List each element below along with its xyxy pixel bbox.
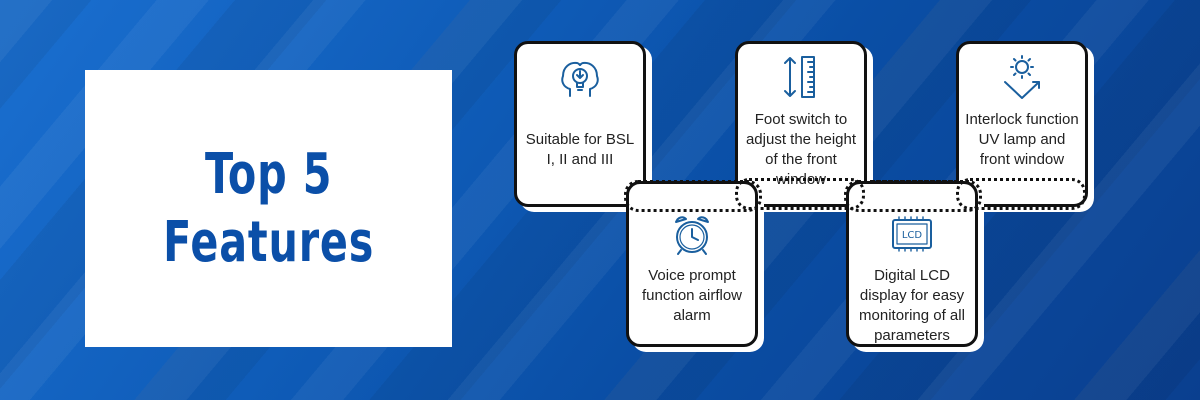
title-panel: Top 5 Features	[85, 70, 452, 347]
lcd-display-icon: LCD	[892, 216, 932, 252]
feature-card-interlock: Interlock function UV lamp and front win…	[956, 41, 1088, 207]
page-title: Top 5 Features	[163, 141, 374, 277]
feature-label: Voice prompt function airflow alarm	[641, 267, 743, 324]
head-lightbulb-icon	[561, 61, 599, 97]
feature-label: Interlock function UV lamp and front win…	[965, 111, 1079, 168]
lcd-icon-text: LCD	[902, 230, 923, 241]
feature-card-bsl: Suitable for BSL I, II and III	[514, 41, 646, 207]
alarm-clock-icon	[675, 216, 709, 255]
uv-lamp-sun-icon	[1004, 55, 1040, 99]
feature-label: Suitable for BSL I, II and III	[525, 131, 635, 168]
feature-card-foot-switch: Foot switch to adjust the height of the …	[735, 41, 867, 207]
title-line-1: Top 5	[204, 141, 333, 207]
feature-card-voice-prompt: Voice prompt function airflow alarm	[626, 181, 758, 347]
feature-label: Digital LCD display for easy monitoring …	[859, 267, 965, 344]
title-line-2: Features	[162, 209, 374, 275]
feature-label: Foot switch to adjust the height of the …	[745, 111, 857, 188]
feature-card-lcd: LCD Digital LCD display for easy monitor…	[846, 181, 978, 347]
height-adjust-ruler-icon	[784, 56, 815, 98]
